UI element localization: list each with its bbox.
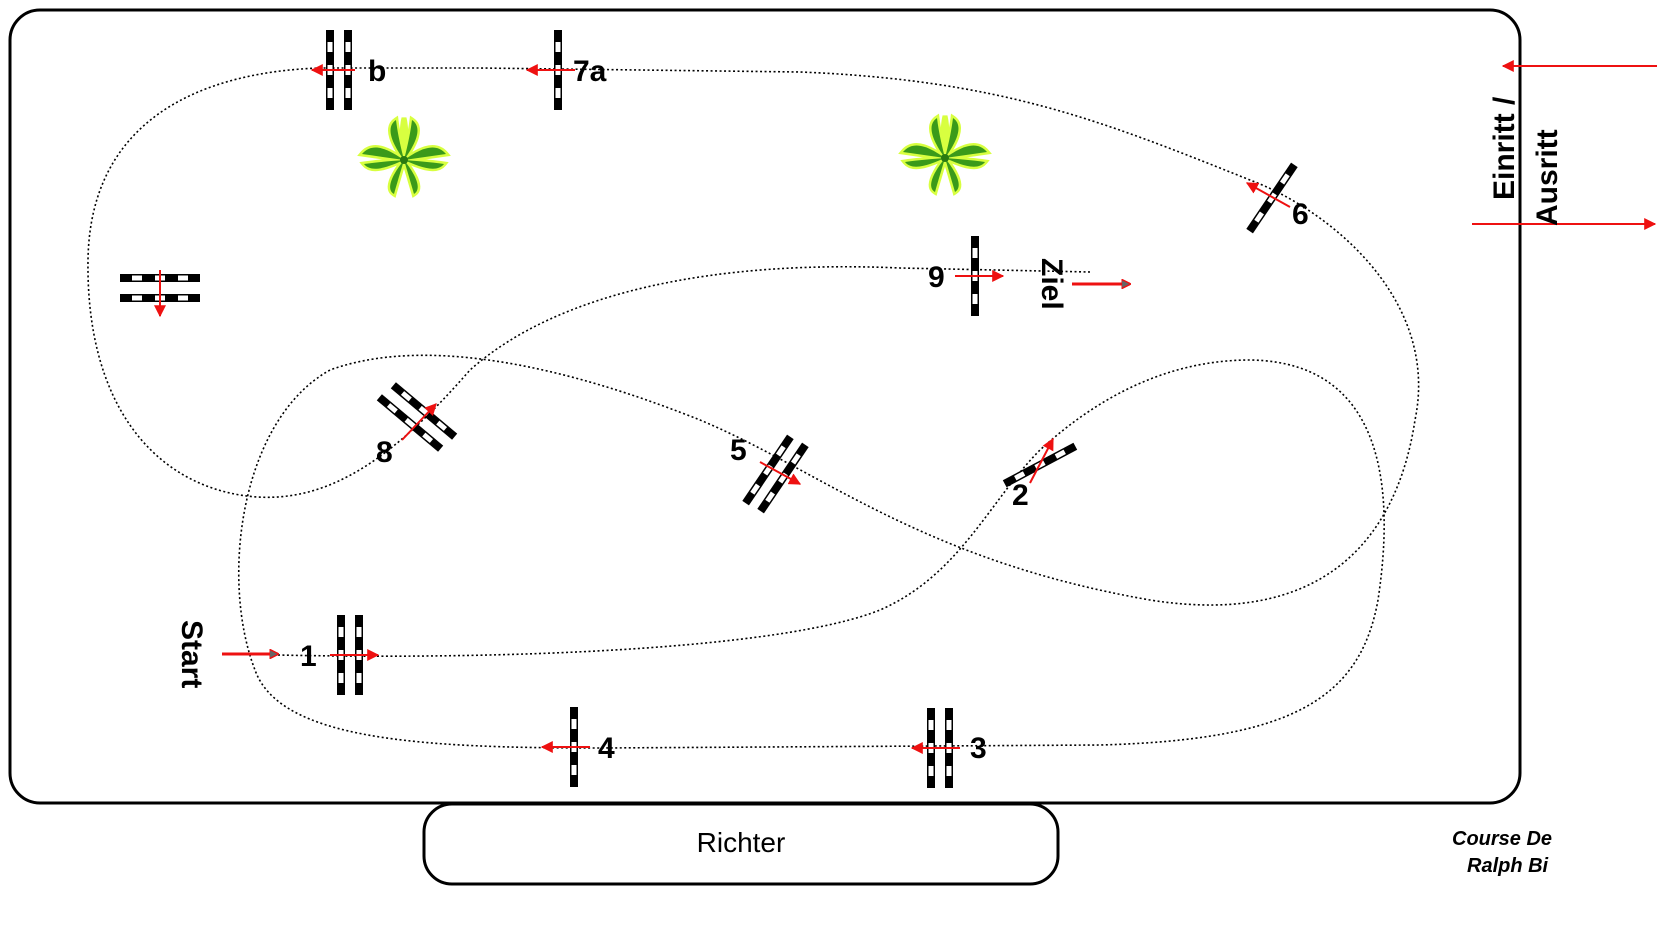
judge-box bbox=[422, 802, 1060, 886]
obstacle-label: 1 bbox=[300, 640, 317, 673]
obstacle-7a: 7a bbox=[525, 30, 607, 110]
plant-icon bbox=[903, 116, 987, 192]
course-credit: Course De Ralph Bi bbox=[1452, 828, 1552, 877]
obstacle-3: 3 bbox=[910, 708, 987, 788]
exit-label: Ausritt bbox=[1531, 129, 1564, 226]
start-label: Start bbox=[175, 620, 208, 688]
judge-label: Richter bbox=[697, 827, 786, 858]
obstacle-6: 6 bbox=[1245, 162, 1309, 234]
plant-icon bbox=[362, 118, 446, 194]
credit-line-1: Course De bbox=[1452, 828, 1552, 850]
finish-label: Ziel bbox=[1035, 258, 1068, 310]
obstacle-4: 4 bbox=[540, 707, 615, 787]
obstacle-2: 2 bbox=[1002, 437, 1078, 512]
start-marker: Start bbox=[175, 620, 278, 688]
unnumbered-fence bbox=[120, 270, 200, 318]
obstacle-label: b bbox=[368, 55, 386, 88]
obstacle-5: 5 bbox=[730, 434, 809, 514]
finish-marker: Ziel bbox=[1035, 258, 1130, 310]
obstacle-1: 1 bbox=[300, 615, 380, 695]
entry-exit: Einritt / Ausritt bbox=[1472, 60, 1657, 230]
obstacle-label: 8 bbox=[376, 436, 393, 469]
obstacle-label: 7a bbox=[573, 55, 607, 88]
obstacle-label: 9 bbox=[928, 261, 945, 294]
obstacle-label: 4 bbox=[598, 732, 615, 765]
obstacle-label: 6 bbox=[1292, 198, 1309, 231]
entry-label: Einritt / bbox=[1488, 96, 1521, 200]
credit-line-2: Ralph Bi bbox=[1467, 855, 1549, 877]
obstacle-label: 5 bbox=[730, 434, 747, 467]
obstacle-label: 3 bbox=[970, 732, 987, 765]
obstacle-label: 2 bbox=[1012, 479, 1029, 512]
riding-path bbox=[87, 67, 1420, 749]
obstacle-b: b bbox=[310, 30, 386, 110]
obstacle-9: 9 bbox=[928, 236, 1005, 316]
arena-border bbox=[8, 8, 1522, 805]
obstacle-8: 8 bbox=[376, 382, 458, 469]
